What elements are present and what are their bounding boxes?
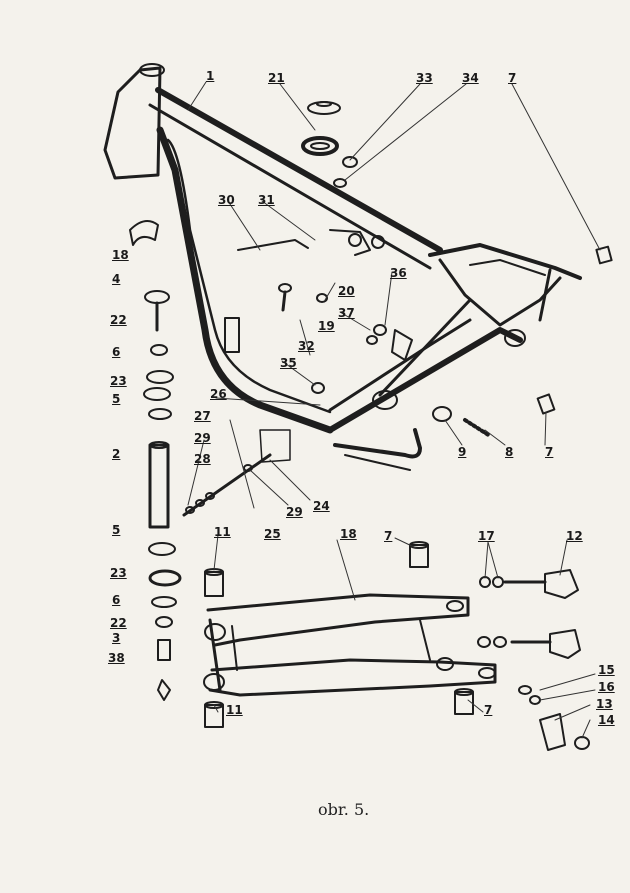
part-number-37: 37 [338,306,355,320]
bushings-and-bolts [182,156,613,751]
part-number-28-a: 28 [194,452,211,466]
part-number-32: 32 [298,339,315,353]
part-number-35: 35 [280,356,297,370]
part-number-29-a: 29 [194,431,211,445]
part-number-23-b: 23 [110,566,127,580]
part-number-12: 12 [566,529,583,543]
part-number-24: 24 [313,499,330,513]
part-number-21: 21 [268,71,285,85]
part-number-8: 8 [505,445,514,459]
part-number-19: 19 [318,319,335,333]
part-number-6-a: 6 [112,345,121,359]
part-number-29-b: 29 [286,505,303,519]
part-number-15: 15 [598,663,615,677]
part-number-5-a: 5 [112,392,121,406]
part-number-2: 2 [112,447,121,461]
part-number-4: 4 [112,272,121,286]
part-number-16: 16 [598,680,615,694]
part-number-5-b: 5 [112,523,121,537]
part-number-7-arm-bottom: 7 [484,703,493,717]
part-number-18-top: 18 [112,248,129,262]
main-frame [103,63,582,471]
part-number-20: 20 [338,284,355,298]
part-number-18-swing-arm: 18 [340,527,357,541]
part-number-26: 26 [210,387,227,401]
part-number-11-top: 11 [214,525,231,539]
part-number-27: 27 [194,409,211,423]
steering-head-bearing-cups [301,101,341,156]
figure-caption: obr. 5. [318,800,370,819]
part-number-30: 30 [218,193,235,207]
part-number-34: 34 [462,71,479,85]
part-number-14: 14 [598,713,615,727]
part-number-23-a: 23 [110,374,127,388]
part-number-11-bottom: 11 [226,703,243,717]
part-number-22-b: 22 [110,616,127,630]
part-number-31: 31 [258,193,275,207]
part-number-17: 17 [478,529,495,543]
part-number-22-a: 22 [110,313,127,327]
swing-arm [203,593,497,697]
part-number-13: 13 [596,697,613,711]
part-number-36: 36 [390,266,407,280]
part-number-7-arm-top: 7 [384,529,393,543]
leader-lines [187,81,601,739]
part-number-38: 38 [108,651,125,665]
left-column-parts [129,220,182,701]
part-number-7-right: 7 [545,445,554,459]
part-number-1: 1 [206,69,215,83]
part-number-3: 3 [112,631,121,645]
part-number-25: 25 [264,527,281,541]
part-number-6-b: 6 [112,593,121,607]
part-number-9: 9 [458,445,467,459]
part-number-33: 33 [416,71,433,85]
part-number-7-top: 7 [508,71,517,85]
